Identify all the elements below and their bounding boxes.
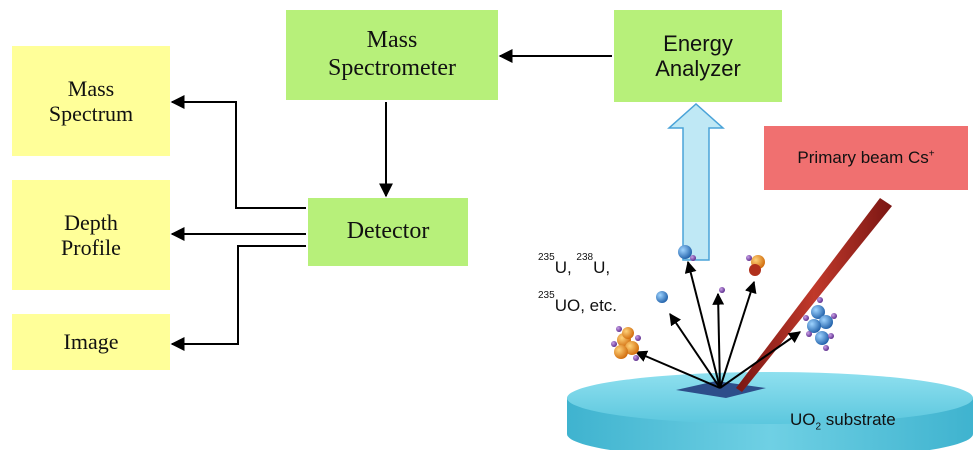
mass-spectrometer-line1: Mass	[366, 27, 418, 54]
detector-box: Detector	[308, 198, 468, 266]
uo2-substrate	[567, 372, 973, 450]
substrate-label: UO2 substrate	[790, 410, 896, 433]
depth-profile-box: Depth Profile	[12, 180, 170, 290]
species-label-line2: 235UO, etc.	[538, 290, 618, 315]
detector-label: Detector	[346, 218, 430, 245]
mass-spectrum-box: Mass Spectrum	[12, 46, 170, 156]
orange-molecule-cluster	[611, 326, 641, 361]
primary-beam-label: Primary beam Cs+	[797, 148, 935, 168]
mass-spectrometer-box: Mass Spectrometer	[286, 10, 498, 100]
image-box: Image	[12, 314, 170, 370]
mass-spectrum-line1: Mass	[67, 75, 115, 101]
mass-spectrum-line2: Spectrum	[48, 101, 134, 126]
primary-beam-ray	[736, 198, 892, 392]
arrow-detector-to-image	[170, 245, 306, 351]
depth-profile-line1: Depth	[64, 209, 118, 235]
image-label: Image	[63, 329, 119, 355]
mass-spectrometer-line2: Spectrometer	[328, 55, 456, 81]
blue-molecule-cluster	[803, 297, 837, 351]
u-ion-particle	[656, 291, 668, 303]
u-ion-particle	[678, 245, 692, 259]
energy-analyzer-line2: Analyzer	[655, 56, 741, 81]
uo-cluster	[746, 255, 765, 276]
depth-profile-line2: Profile	[61, 235, 121, 260]
sputter-trajectories	[634, 260, 801, 389]
energy-analyzer-box: Energy Analyzer	[614, 10, 782, 102]
sputtered-particles	[611, 245, 837, 361]
primary-beam-box: Primary beam Cs+	[764, 126, 968, 190]
arrow-detector-to-mass-spectrum	[170, 95, 306, 209]
energy-analyzer-line1: Energy	[663, 30, 733, 56]
species-label-line1: 235U, 238U,	[538, 252, 611, 277]
secondary-ion-arrow	[667, 102, 725, 261]
